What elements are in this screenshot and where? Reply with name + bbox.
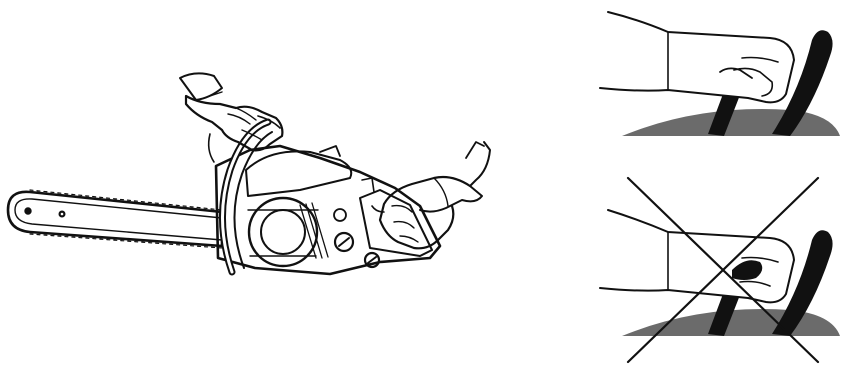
chainsaw-illustration [8, 73, 490, 274]
glove [600, 210, 794, 302]
rear-hand [372, 142, 490, 248]
front-handle [222, 122, 272, 272]
glove [600, 12, 794, 102]
guide-bar [8, 190, 222, 248]
detail-correct-grip [600, 12, 840, 136]
detail-incorrect-grip [600, 178, 840, 362]
saw-body [216, 146, 440, 274]
